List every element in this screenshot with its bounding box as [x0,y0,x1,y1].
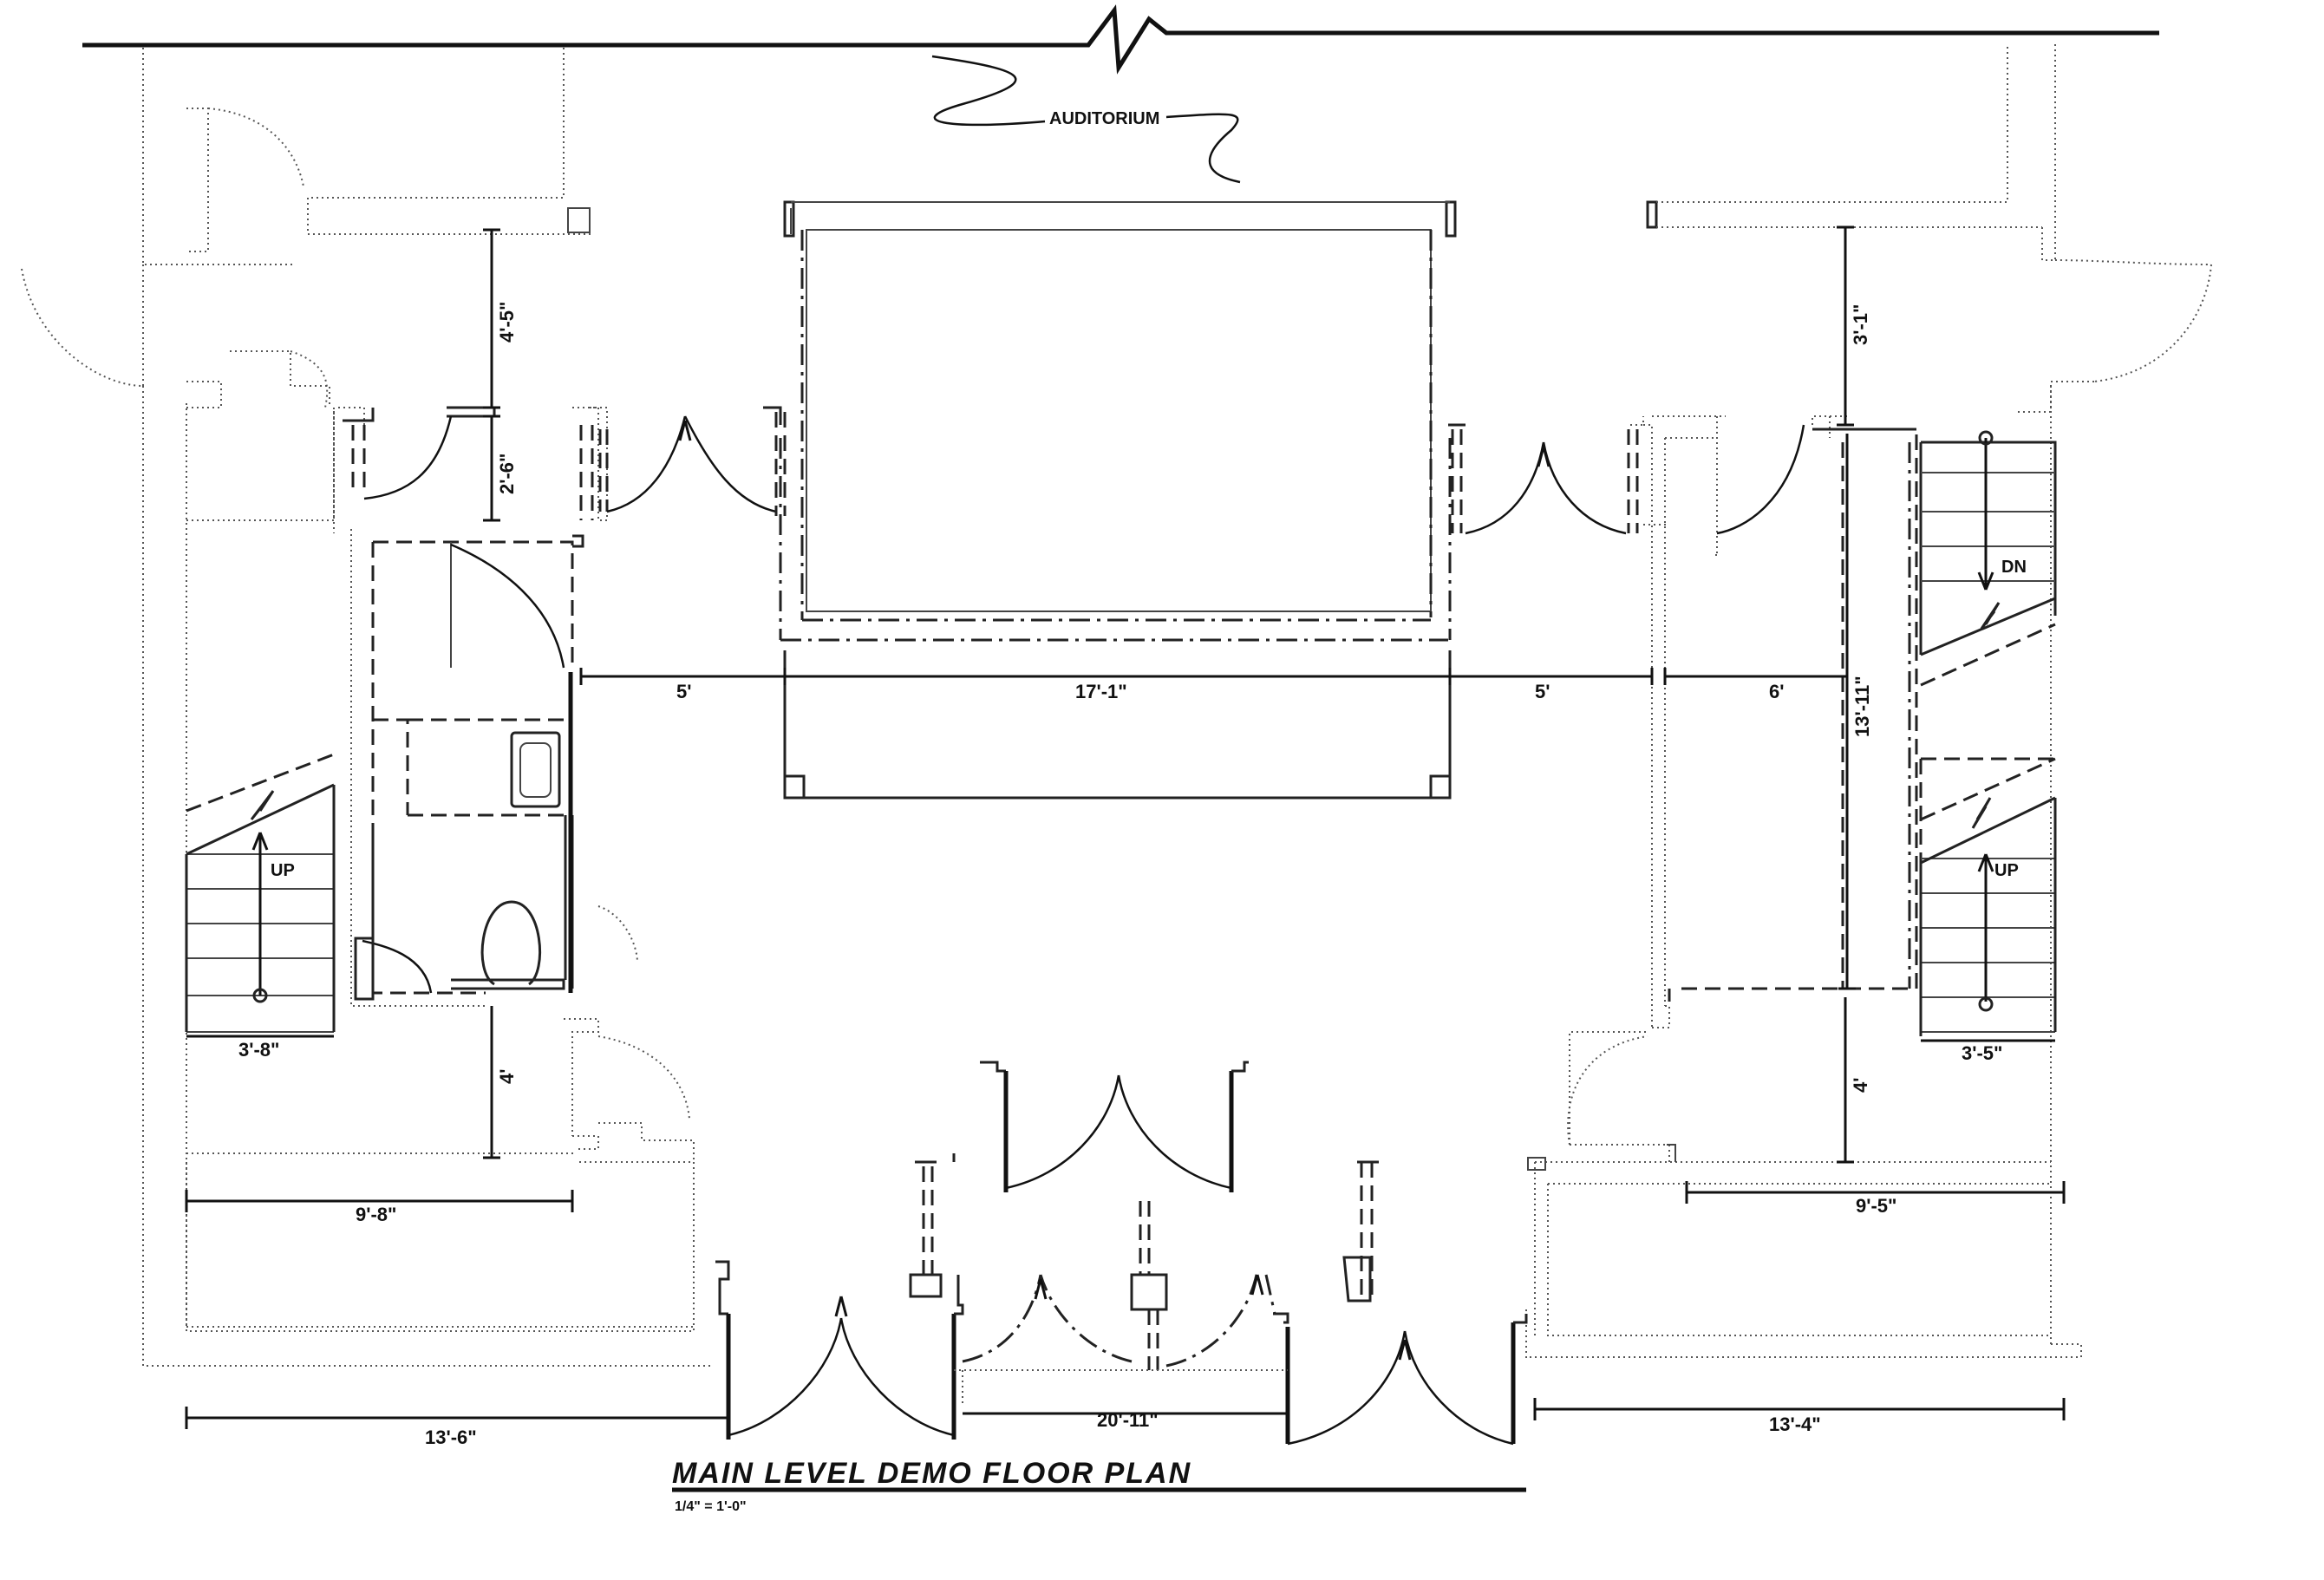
dim-bottom-left: 13'-6" [425,1427,477,1448]
right-stair-up-label: UP [1994,861,2019,880]
entry-vestibule [693,1061,1528,1446]
right-stair [1919,430,2057,1036]
right-stair-down-label: DN [2001,558,2027,577]
dim-left-room-width: 9'-8" [356,1204,396,1225]
drawing-scale: 1/4" = 1'-0" [675,1499,747,1514]
dim-center-left: 5' [676,681,691,702]
left-corridor-door [343,406,599,520]
dim-right-stair-width: 3'-5" [1962,1042,2002,1064]
dim-left-stair-width: 3'-8" [238,1039,279,1061]
dimension-lines [185,225,2066,1429]
dim-top-left-vertical: 4'-5" [496,302,518,343]
dim-center-right: 5' [1535,681,1550,702]
left-stair-up-label: UP [271,861,295,880]
dim-right-lower-vertical: 4' [1850,1078,1871,1093]
upper-left-walls [21,48,591,387]
center-room [779,200,1457,800]
left-stair [185,753,336,1033]
left-upper-closet [230,350,365,442]
left-lower-room [186,905,695,1328]
right-rooms [1643,415,1918,1028]
dim-left-lower-vertical: 4' [496,1069,518,1084]
restroom [350,529,584,1007]
dim-right-room-width: 9'-5" [1856,1195,1896,1217]
left-exterior-wall [142,381,711,1367]
dim-right-6: 6' [1769,681,1784,702]
dim-top-right-vertical: 3'-1" [1850,304,1871,345]
drawing-title: MAIN LEVEL DEMO FLOOR PLAN [672,1457,1191,1490]
top-boundary-line [82,4,2159,75]
dim-bottom-right: 13'-4" [1769,1414,1821,1435]
auditorium-break-line [931,55,1241,184]
dim-left-door-vertical: 2'-6" [496,454,518,494]
dim-right-vertical: 13'-11" [1851,676,1873,737]
corridor-right-double-door [1448,416,1644,535]
dim-center-span: 17'-1" [1075,681,1127,702]
auditorium-label: AUDITORIUM [1049,109,1159,128]
right-lower-room [1525,1031,2051,1361]
corridor-left-double-door [590,406,787,521]
dim-bottom-center: 20'-11" [1097,1409,1159,1431]
